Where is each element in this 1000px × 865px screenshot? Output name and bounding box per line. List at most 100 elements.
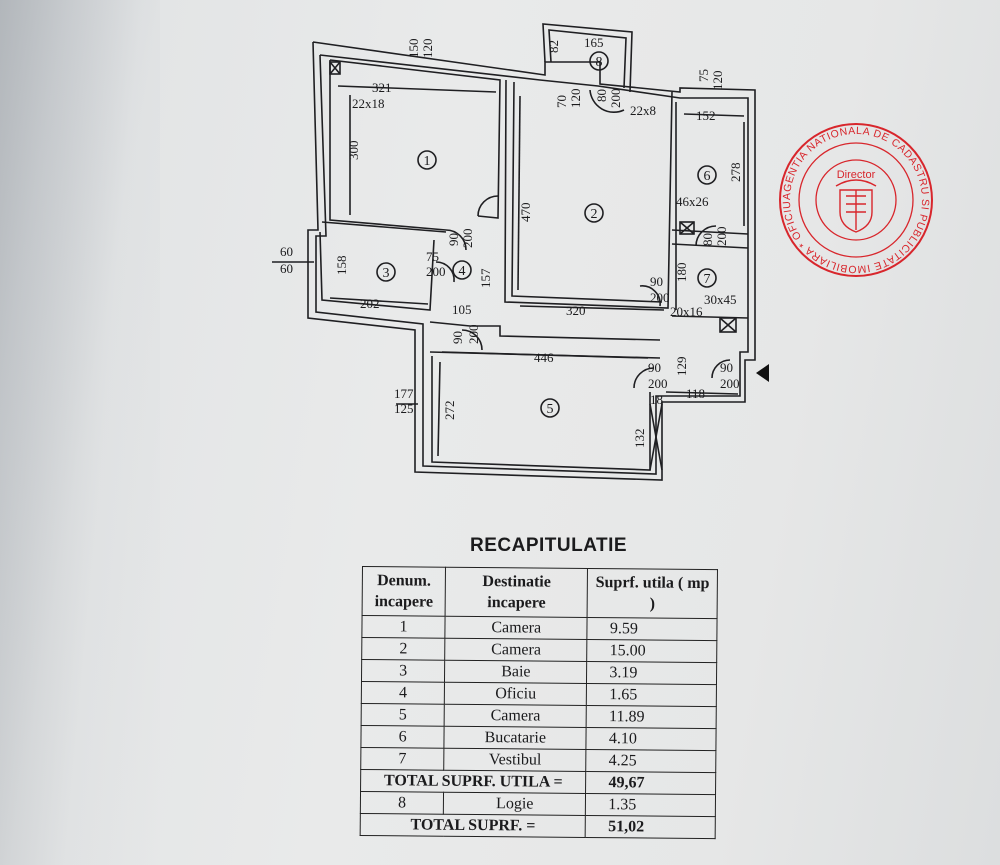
dimension: 18 [650,392,663,407]
dimension: 470 [518,203,533,223]
column-header: Suprf. utila ( mp ) [587,568,718,619]
dimension: 120 [710,71,725,91]
table-row: 5 Camera 11.89 [361,703,717,729]
dimension: 75 [426,249,439,264]
room-area: 3.19 [586,661,717,685]
coat-of-arms-icon [835,179,877,233]
total-label: TOTAL SUPRF. = [360,813,586,838]
outer-wall [307,41,756,481]
table-row: 1 Camera 9.59 [361,615,718,641]
dimension: 200 [648,376,668,391]
room-label: 4 [459,264,466,279]
room-area: 4.10 [586,727,717,751]
table-row: 3 Baie 3.19 [361,659,717,685]
dimension: 177 [394,386,414,401]
paper-shadow [0,0,160,865]
table-row: 6 Bucatarie 4.10 [360,725,717,751]
dimension: 120 [420,39,435,59]
room2-wall [504,79,673,309]
entrance-arrow-icon [756,364,769,382]
dimension: 165 [584,35,604,50]
cadastre-stamp: AGENTIA NATIONALA DE CADASTRU SI PUBLICI… [776,120,933,277]
room1-wall [329,59,501,219]
room-number: 6 [360,725,445,749]
dimension: 60 [280,244,293,259]
dimension: 75 [696,69,711,82]
dimension: 200 [650,290,670,305]
room-area: 1.35 [585,793,716,817]
room-label: 6 [704,169,711,184]
dimension: 30x45 [704,292,737,307]
room-area: 11.89 [586,705,717,729]
dimension: 90 [450,331,465,344]
total-util-value: 49,67 [585,771,716,795]
room-number: 7 [360,747,445,771]
dimension: 157 [478,268,493,288]
room1-wall-b [329,60,447,231]
dimension: 200 [720,376,740,391]
table-header-row: Denum. incapere Destinatie incapere Supr… [362,566,718,619]
dimension: 200 [466,325,481,345]
table-row: 7 Vestibul 4.25 [360,747,716,773]
room-destination: Baie [444,660,588,684]
dimension: 180 [674,263,689,283]
room2-wall-b [511,81,663,303]
total-row: TOTAL SUPRF. = 51,02 [360,813,716,839]
total-util-row: TOTAL SUPRF. UTILA = 49,67 [360,769,716,795]
room-number: 5 [361,703,445,727]
dimension: 90 [650,274,663,289]
room-number: 3 [361,659,445,683]
room-label: 1 [424,154,431,169]
dimension: 300 [346,141,361,161]
room3-wall [319,231,435,311]
room5-wall [431,356,651,471]
total-value: 51,02 [585,815,716,839]
dimension: 200 [460,229,475,249]
room-destination: Vestibul [443,748,587,772]
room-destination: Oficiu [444,682,587,706]
column-header: Denum. incapere [362,566,446,617]
dimension: 118 [686,386,705,401]
total-util-label: TOTAL SUPRF. UTILA = [360,769,587,794]
room-destination: Camera [445,616,588,640]
room-area: 4.25 [586,749,716,773]
room-area: 15.00 [587,639,717,663]
room-label: 8 [596,55,603,70]
dimension: 158 [334,256,349,276]
dimension: 132 [632,429,647,449]
dimension: 22x18 [352,96,385,111]
room-number: 8 [360,791,444,815]
room-number: 2 [361,637,446,661]
dimension: 90 [720,360,733,375]
room-label: 3 [383,266,390,281]
dimension: 80 [700,233,715,246]
floor-plan: 1 2 3 4 5 6 7 8 321 300 150 120 165 82 7… [272,23,756,481]
table-row: 2 Camera 15.00 [361,637,717,663]
dimension: 129 [674,357,689,377]
room-destination: Camera [444,638,588,662]
dimension: 152 [696,108,716,123]
page-title: RECAPITULATIE [470,535,628,556]
dimension: 90 [648,360,661,375]
dimension: 120 [568,89,583,109]
table-row: 4 Oficiu 1.65 [361,681,717,707]
dimension: 200 [714,227,729,247]
dimension: 200 [608,89,623,109]
dimension: 272 [442,401,457,421]
logia-wall [542,23,633,93]
room-label: 5 [547,402,554,417]
dimension: 150 [406,39,421,59]
column-header: Destinatie incapere [445,567,588,618]
room-label: 7 [704,272,711,287]
room-number: 1 [361,615,446,639]
dimension: 202 [360,296,380,311]
outer-wall-inner [315,54,749,475]
dimension: 60 [280,261,293,276]
dimension: 278 [728,163,743,183]
dimension: 320 [566,303,586,318]
room-destination: Logie [443,792,586,816]
dimension: 446 [534,350,554,365]
room-area: 1.65 [586,683,717,707]
corridor-wall [429,321,661,341]
dimension: 321 [372,80,392,95]
